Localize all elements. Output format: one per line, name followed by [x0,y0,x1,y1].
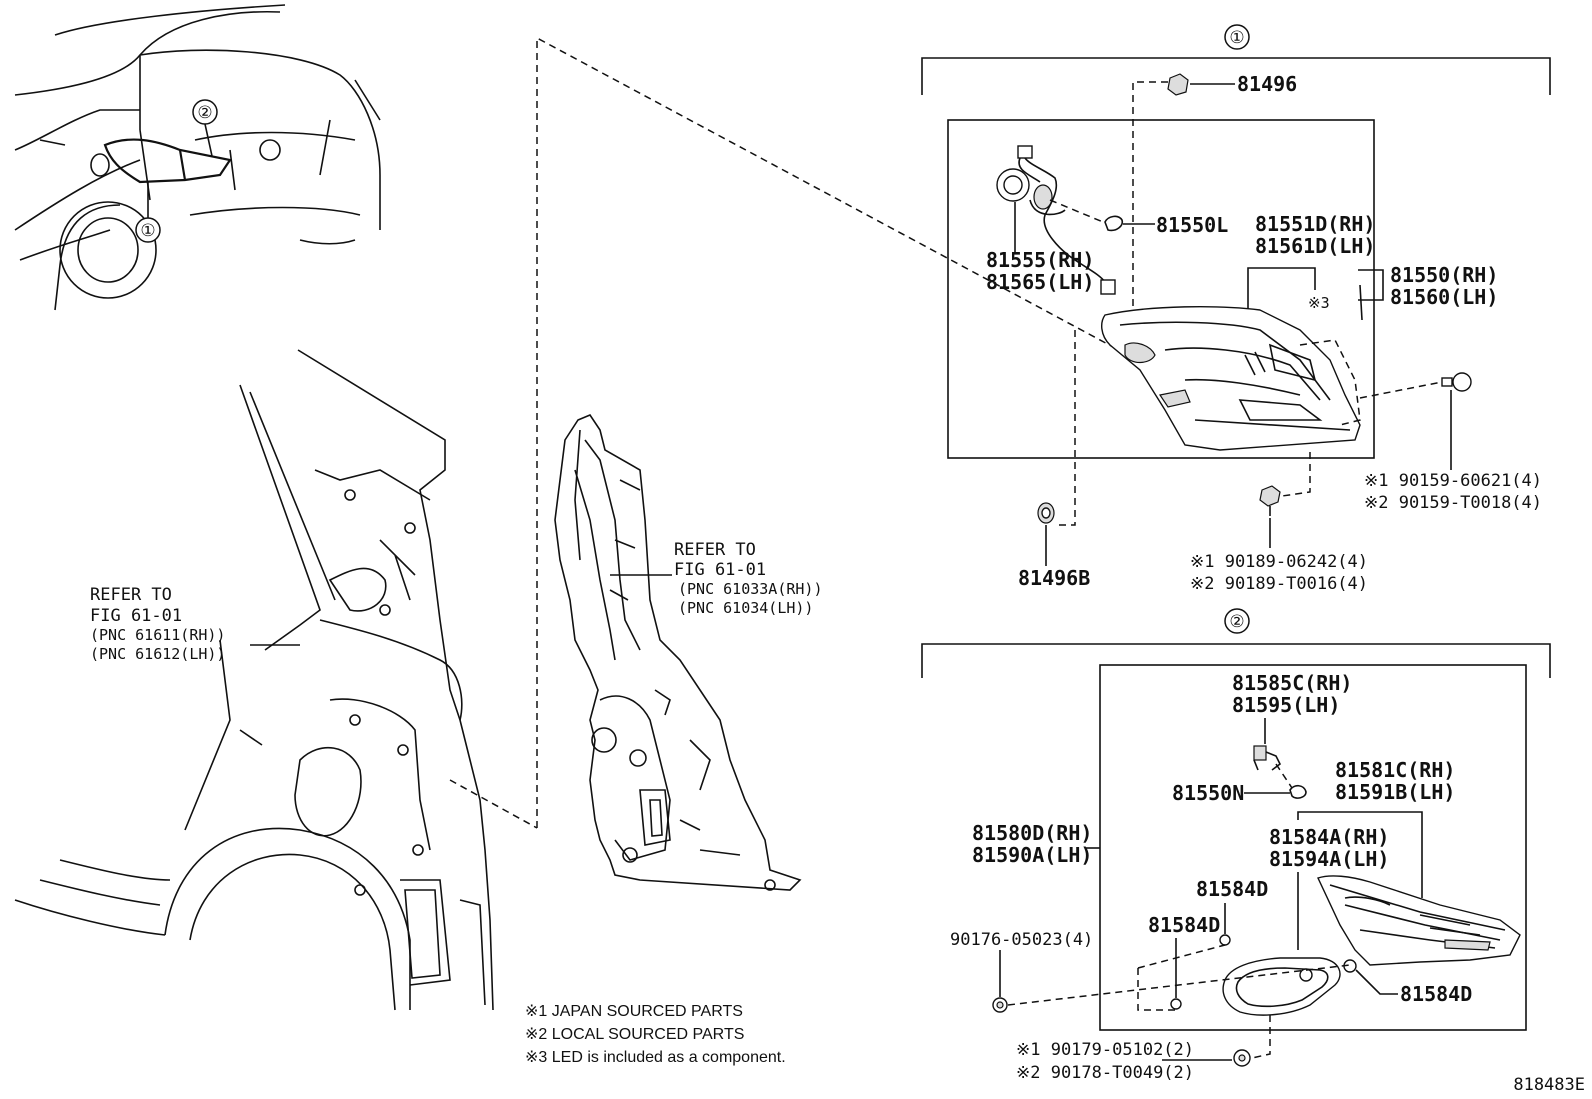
socket-wire-icon [996,145,1116,295]
group2-marker: ② [1229,612,1244,632]
label-81584D-b: 81584D [1148,913,1220,937]
label-clip-japan: ※1 90189-06242(4) [1190,552,1368,572]
led-note-3: ※3 [1308,294,1330,312]
group2-dashed-frame-left [1137,968,1176,1011]
gasket-81584A-icon [1222,957,1341,1016]
panel-to-inner-dashed [449,779,538,829]
refer-left-line3: (PNC 61611(RH)) [90,626,225,644]
group1-bracket [921,57,1551,95]
group1-circle [1224,24,1250,50]
bulb-81550N-icon [1289,784,1307,799]
callout-1-circle [135,217,161,243]
label-81594A-lh: 81594A(LH) [1269,847,1389,871]
label-81584D-c: 81584D [1400,982,1472,1006]
clip-81584D-a-icon [1219,934,1231,946]
clip-81496-dashed [1132,81,1168,320]
label-81496B: 81496B [1018,566,1090,590]
long-dashed-guide [536,36,1116,828]
label-81561D-lh: 81561D(LH) [1255,234,1375,258]
refer-left-line2: FIG 61-01 [90,606,182,626]
group1-box [947,119,1375,459]
bulb-81550L-icon [1104,215,1124,232]
label-81581C-rh: 81581C(RH) [1335,758,1455,782]
label-clip-local: ※2 90189-T0016(4) [1190,574,1368,594]
bolt-90176-icon [992,997,1008,1013]
group1-marker: ① [1229,28,1244,48]
clip-81496-icon [1167,73,1189,96]
clip-90189-icon [1259,485,1281,516]
label-81584D-a: 81584D [1196,877,1268,901]
refer-left-line1: REFER TO [90,585,172,605]
note-led-included: ※3 LED is included as a component. [525,1049,786,1066]
label-nut-japan: ※1 90179-05102(2) [1016,1040,1194,1060]
nut-dashed [1251,1015,1271,1059]
label-81550-rh: 81550(RH) [1390,263,1498,287]
label-81550L: 81550L [1156,213,1228,237]
group2-dashed-diagonal [1007,964,1351,1006]
nut-90179-icon [1233,1049,1251,1067]
label-90176: 90176-05023(4) [950,930,1093,950]
label-81555-rh: 81555(RH) [986,248,1094,272]
refer-mid-line2: FIG 61-01 [674,560,766,580]
label-screw-japan: ※1 90159-60621(4) [1364,471,1542,491]
label-81585C-rh: 81585C(RH) [1232,671,1352,695]
car-callout-1: ① [140,221,155,241]
refer-mid-line4: (PNC 61034(LH)) [678,599,813,617]
label-81496: 81496 [1237,72,1297,96]
illustration-id: 818483E [1513,1075,1585,1095]
label-81551D-rh: 81551D(RH) [1255,212,1375,236]
tail-lamp-assembly-icon [1101,306,1361,451]
label-81590A-lh: 81590A(LH) [972,843,1092,867]
group2-circle [1224,608,1250,634]
note-japan-sourced: ※1 JAPAN SOURCED PARTS [525,1003,743,1020]
screw-90159-icon [1441,372,1472,392]
car-rear-illustration [14,4,381,311]
note-local-sourced: ※2 LOCAL SOURCED PARTS [525,1026,744,1043]
label-81591B-lh: 81591B(LH) [1335,780,1455,804]
refer-mid-line1: REFER TO [674,540,756,560]
refer-mid-line3: (PNC 61033A(RH)) [678,580,823,598]
label-nut-local: ※2 90178-T0049(2) [1016,1063,1194,1083]
label-81580D-rh: 81580D(RH) [972,821,1092,845]
label-screw-local: ※2 90159-T0018(4) [1364,493,1542,513]
clip-81496B-dashed [1058,330,1076,526]
car-callout-2: ② [197,103,212,123]
label-81550N: 81550N [1172,781,1244,805]
callout-2-circle [192,99,218,125]
label-81565-lh: 81565(LH) [986,270,1094,294]
clip-90189-dashed [1281,452,1311,497]
clip-81584D-b-icon [1170,998,1182,1010]
clip-81496B-icon [1037,502,1055,524]
group2-bracket [921,643,1551,678]
label-81584A-rh: 81584A(RH) [1269,825,1389,849]
quarter-panel-illustration [14,349,494,1011]
socket-81585C-icon [1253,745,1282,771]
refer-left-line4: (PNC 61612(LH)) [90,645,225,663]
inner-lamp-81581C-icon [1317,875,1521,966]
label-81560-lh: 81560(LH) [1390,285,1498,309]
label-81595-lh: 81595(LH) [1232,693,1340,717]
inner-panel-illustration [554,414,802,891]
